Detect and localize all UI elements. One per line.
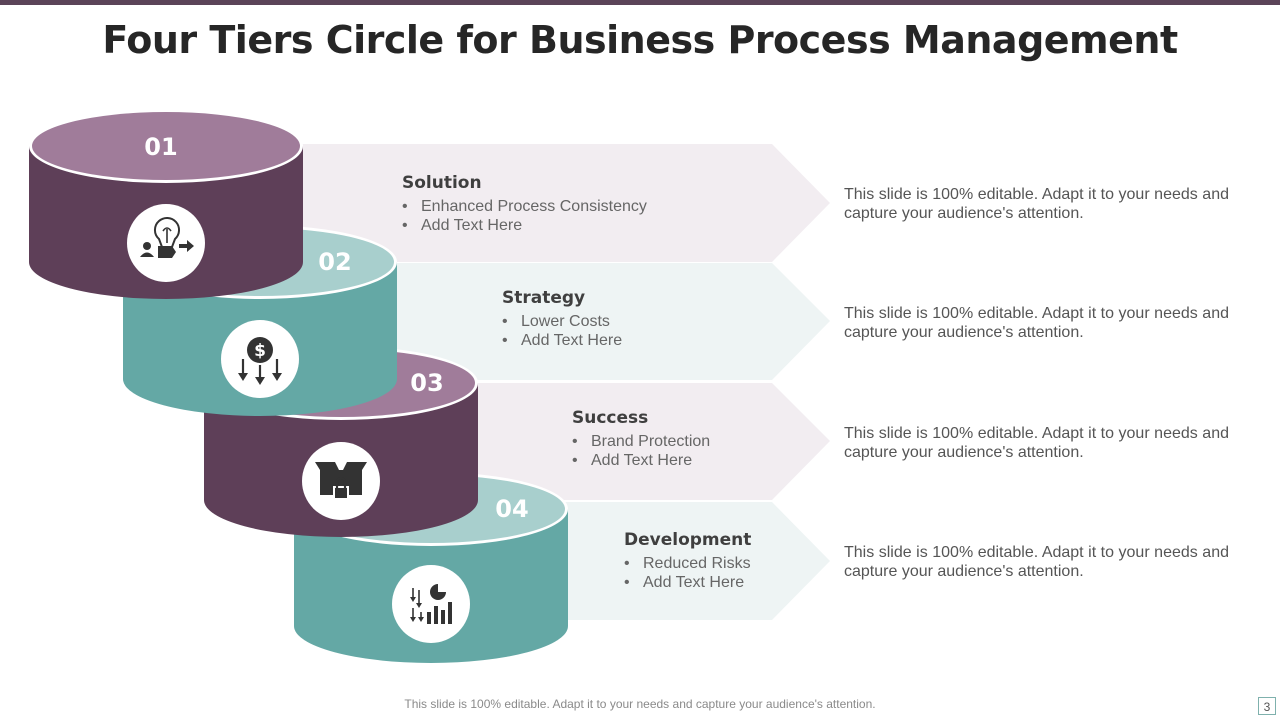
top-accent-bar [0, 0, 1280, 5]
tier-4-text: Development •Reduced Risks •Add Text Her… [624, 530, 751, 592]
tier-2-heading: Strategy [502, 288, 586, 308]
tier-2-description: This slide is 100% editable. Adapt it to… [844, 305, 1229, 341]
tier-4-heading: Development [624, 530, 752, 550]
tier-2-arrow [390, 263, 830, 380]
tier-3-arrow [470, 383, 830, 500]
tier-1-number: 01 [144, 133, 177, 161]
tier-1-bullet: •Add Text Here [402, 217, 523, 234]
tier-4-description: This slide is 100% editable. Adapt it to… [844, 544, 1229, 580]
footer-note: This slide is 100% editable. Adapt it to… [404, 697, 876, 711]
svg-text:$: $ [254, 341, 266, 361]
tier-3-bullet: •Add Text Here [572, 452, 693, 469]
tier-4-arrow [560, 502, 830, 620]
tier-1-text: Solution •Enhanced Process Consistency •… [402, 173, 647, 235]
tier-2-bullet: •Lower Costs [502, 313, 610, 330]
locked-box-icon [302, 442, 380, 520]
tier-1-heading: Solution [402, 173, 482, 193]
page-number: 3 [1258, 697, 1276, 715]
tier-2-number: 02 [318, 248, 351, 276]
tier-3-bullet: •Brand Protection [572, 433, 711, 450]
dollar-down-arrows-icon: $ [221, 320, 299, 398]
tier-1-arrow [300, 144, 830, 262]
tier-3-text: Success •Brand Protection •Add Text Here [572, 408, 710, 470]
tier-4-bullet: •Add Text Here [624, 574, 745, 591]
tier-3-description: This slide is 100% editable. Adapt it to… [844, 425, 1229, 461]
tier-1-description: This slide is 100% editable. Adapt it to… [844, 186, 1229, 222]
tier-3-heading: Success [572, 408, 649, 428]
tier-2-text: Strategy •Lower Costs •Add Text Here [502, 288, 622, 350]
risk-chart-icon [392, 565, 470, 643]
slide-title: Four Tiers Circle for Business Process M… [102, 18, 1178, 62]
tier-3-number: 03 [410, 369, 443, 397]
tier-4-bullet: •Reduced Risks [624, 555, 751, 572]
tier-2-bullet: •Add Text Here [502, 332, 623, 349]
tier-4-number: 04 [495, 495, 528, 523]
lightbulb-idea-icon [127, 204, 205, 282]
tier-1-bullet: •Enhanced Process Consistency [402, 198, 647, 215]
